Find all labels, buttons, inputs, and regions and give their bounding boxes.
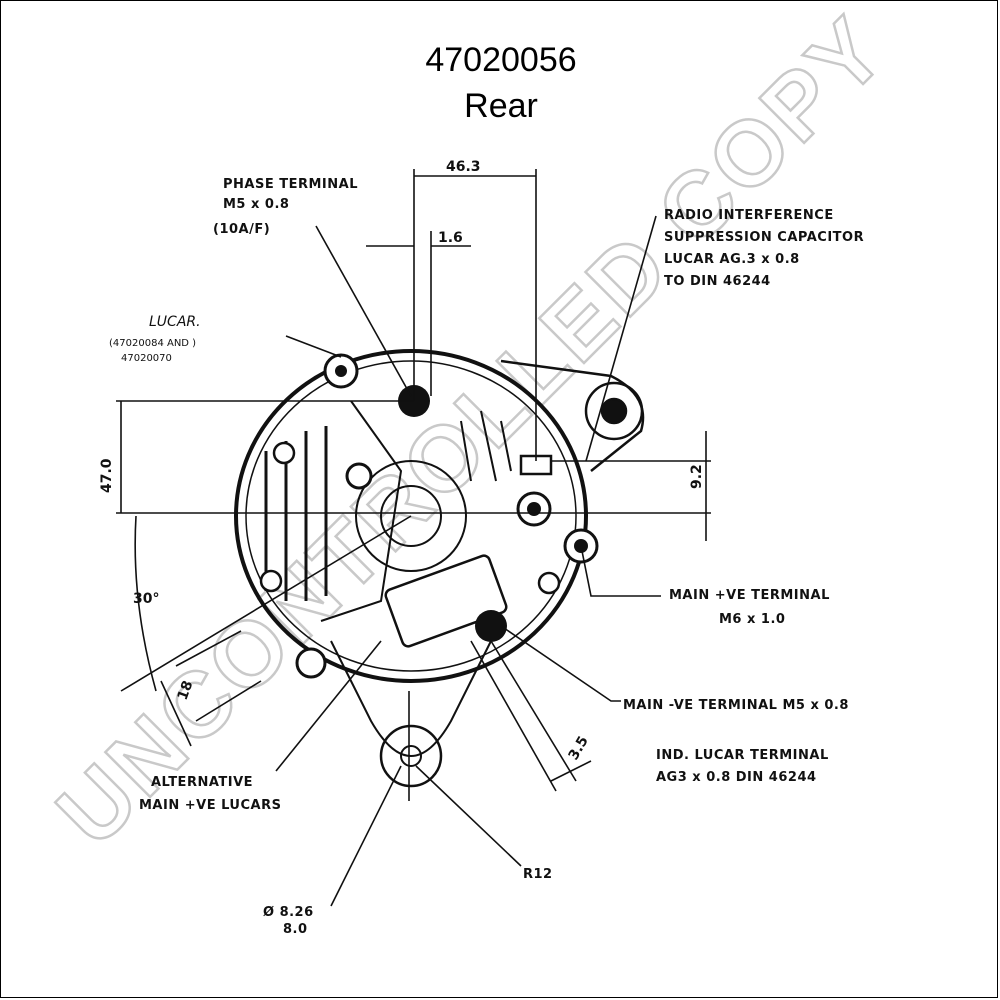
radio-capacitor-line4: TO DIN 46244 xyxy=(664,274,771,289)
label-radius: R12 xyxy=(523,867,553,882)
phase-terminal-line1: PHASE TERMINAL xyxy=(223,177,358,192)
watermark-text: UNCONTROLLED COPY xyxy=(38,1,906,865)
radio-capacitor-line2: SUPPRESSION CAPACITOR xyxy=(664,230,864,245)
label-radio-capacitor: RADIO INTERFERENCE SUPPRESSION CAPACITOR… xyxy=(664,208,864,289)
label-alternative-lucars: ALTERNATIVE MAIN +VE LUCARS xyxy=(139,775,281,813)
main-pos-line1: MAIN +VE TERMINAL xyxy=(669,588,830,603)
radio-capacitor-line1: RADIO INTERFERENCE xyxy=(664,208,834,223)
dim-right-small: 9.2 xyxy=(689,464,705,489)
view-label: Rear xyxy=(464,87,538,125)
lucar-note-line3: 47020070 xyxy=(121,353,172,364)
ind-lucar-line2: AG3 x 0.8 DIN 46244 xyxy=(656,770,817,785)
radio-capacitor-line3: LUCAR AG.3 x 0.8 xyxy=(664,252,800,267)
alternator-body xyxy=(234,349,645,788)
phase-terminal-line3: (10A/F) xyxy=(213,222,270,237)
lucar-note-line2: (47020084 AND ) xyxy=(109,338,196,349)
label-ind-lucar-terminal: IND. LUCAR TERMINAL AG3 x 0.8 DIN 46244 xyxy=(656,748,829,785)
dim-lower-small: 3.5 xyxy=(566,734,592,763)
dim-offset: 1.6 xyxy=(438,230,463,246)
dimension-lines xyxy=(116,169,711,907)
lucar-note-line1: LUCAR. xyxy=(149,314,201,330)
alternative-lucars-line1: ALTERNATIVE xyxy=(151,775,253,790)
ind-lucar-line1: IND. LUCAR TERMINAL xyxy=(656,748,829,763)
main-pos-line2: M6 x 1.0 xyxy=(719,612,785,627)
diameter-line2: 8.0 xyxy=(283,922,308,937)
diameter-line1: Ø 8.26 xyxy=(263,905,314,920)
part-number-title: 47020056 xyxy=(425,41,577,79)
label-diameter: Ø 8.26 8.0 xyxy=(263,905,314,937)
dim-left-small: 18 xyxy=(175,679,197,703)
dim-top-width: 46.3 xyxy=(446,159,481,175)
phase-terminal-line2: M5 x 0.8 xyxy=(223,197,289,212)
label-phase-terminal: PHASE TERMINAL M5 x 0.8 (10A/F) xyxy=(213,177,358,237)
alternative-lucars-line2: MAIN +VE LUCARS xyxy=(139,798,281,813)
dim-angle: 30° xyxy=(133,591,159,607)
label-main-pos-terminal: MAIN +VE TERMINAL M6 x 1.0 xyxy=(669,588,830,627)
label-main-neg-terminal: MAIN -VE TERMINAL M5 x 0.8 xyxy=(623,698,849,713)
dim-height: 47.0 xyxy=(99,458,115,493)
label-lucar-note: LUCAR. (47020084 AND ) 47020070 xyxy=(109,314,201,364)
